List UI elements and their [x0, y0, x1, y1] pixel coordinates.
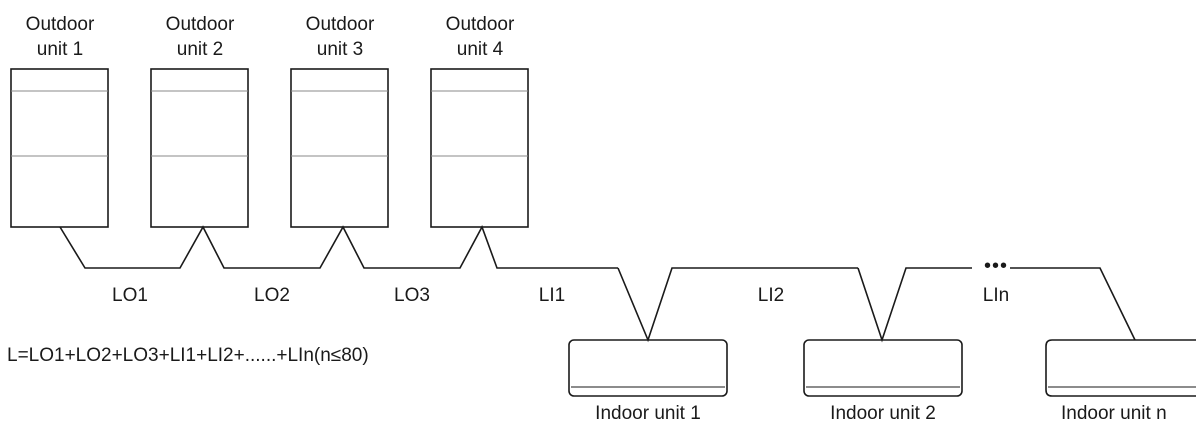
outdoor-unit-1-title-line2: unit 1: [36, 39, 84, 60]
outdoor-unit-2-title-line1: Outdoor: [165, 14, 235, 35]
outdoor-unit-4-box: [430, 68, 529, 228]
length-formula: L=LO1+LO2+LO3+LI1+LI2+......+LIn(n≤80): [7, 345, 369, 366]
pipe-label-li2: LI2: [757, 285, 785, 306]
indoor-unit-n-body: [1045, 339, 1196, 397]
pipe-label-lin: LIn: [982, 285, 1010, 306]
outdoor-unit-2-box: [150, 68, 249, 228]
outdoor-piping-line: [59, 225, 618, 269]
outdoor-unit-3-box: [290, 68, 389, 228]
indoor-piping-branch-2: [857, 267, 972, 343]
indoor-unit-2-body: [803, 339, 963, 397]
piping-ellipsis-icon: •••: [983, 255, 1008, 277]
outdoor-unit-4-title-line2: unit 4: [456, 39, 504, 60]
indoor-unit-1-label: Indoor unit 1: [595, 403, 701, 424]
outdoor-unit-3-title: Outdoor unit 3: [280, 12, 400, 62]
outdoor-unit-4-title: Outdoor unit 4: [420, 12, 540, 62]
pipe-label-lo2: LO2: [254, 285, 290, 306]
outdoor-unit-1-title: Outdoor unit 1: [0, 12, 120, 62]
outdoor-unit-2-title: Outdoor unit 2: [140, 12, 260, 62]
indoor-piping-branch-n: [1010, 267, 1136, 341]
outdoor-unit-1-box: [10, 68, 109, 228]
outdoor-unit-3-title-line2: unit 3: [316, 39, 364, 60]
indoor-unit-2-label: Indoor unit 2: [830, 403, 936, 424]
outdoor-unit-1-title-line1: Outdoor: [25, 14, 95, 35]
pipe-label-lo3: LO3: [394, 285, 430, 306]
pipe-label-li1: LI1: [538, 285, 566, 306]
indoor-unit-n-label: Indoor unit n: [1061, 403, 1167, 424]
outdoor-unit-2-title-line2: unit 2: [176, 39, 224, 60]
outdoor-unit-4-title-line1: Outdoor: [445, 14, 515, 35]
indoor-unit-1-body: [568, 339, 728, 397]
pipe-label-lo1: LO1: [112, 285, 148, 306]
indoor-piping-branch-1: [617, 267, 858, 343]
outdoor-unit-3-title-line1: Outdoor: [305, 14, 375, 35]
